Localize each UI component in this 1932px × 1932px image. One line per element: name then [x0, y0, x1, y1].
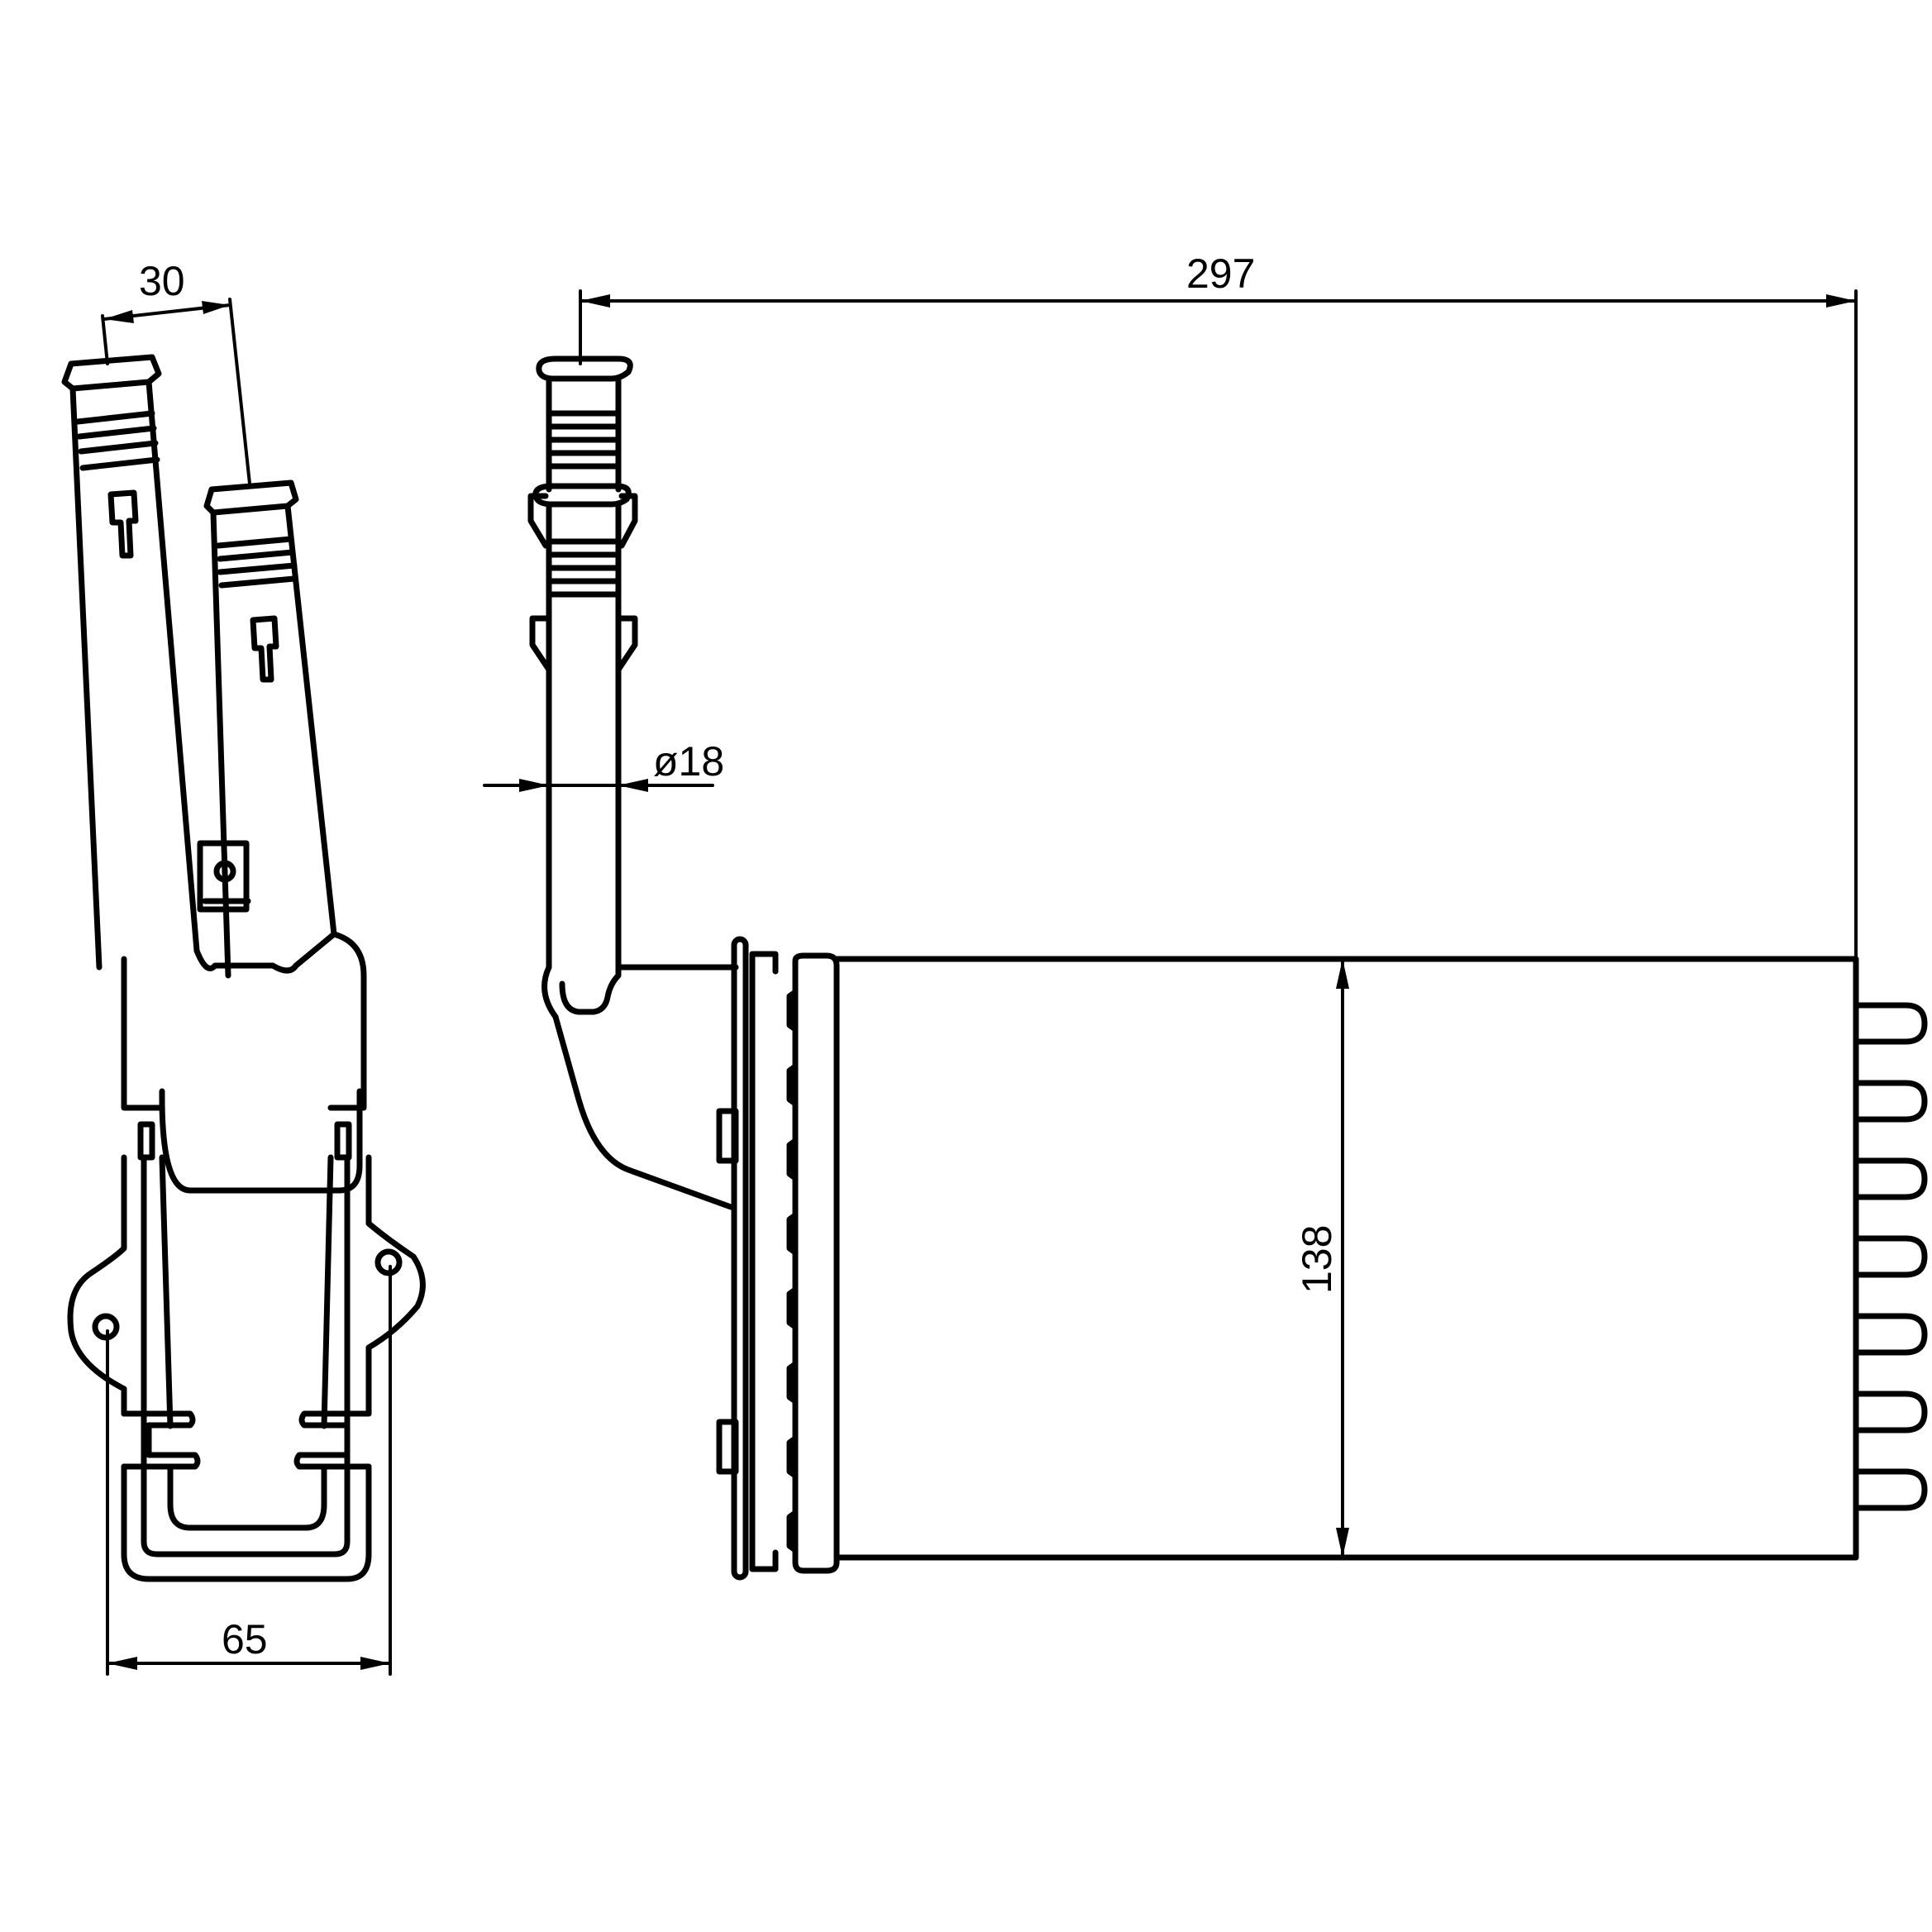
dim-label-297: 297: [1186, 250, 1255, 297]
mounting-bracket: [67, 931, 426, 1582]
dimension-pipe-spacing: 30: [101, 258, 251, 485]
tube-loops: [1853, 1002, 1928, 1511]
dim-label-138: 138: [1294, 1225, 1340, 1294]
pipe-left: [61, 354, 200, 971]
pipe-front: [527, 355, 739, 1210]
dimension-overall-width: 297: [579, 250, 1858, 961]
side-view: 30: [61, 258, 426, 1676]
core-body: [833, 956, 1859, 1561]
end-tank: [716, 936, 840, 1581]
dimension-core-depth: 65: [106, 1265, 392, 1676]
dimension-core-height: 138: [1294, 957, 1349, 1559]
dim-label-diameter: ø18: [653, 738, 724, 785]
dimension-pipe-diameter: ø18: [483, 738, 724, 792]
dim-label-65: 65: [222, 1616, 268, 1662]
pipe-right: [197, 479, 337, 979]
front-view: 297: [483, 250, 1928, 1581]
dim-label-30: 30: [139, 258, 185, 304]
